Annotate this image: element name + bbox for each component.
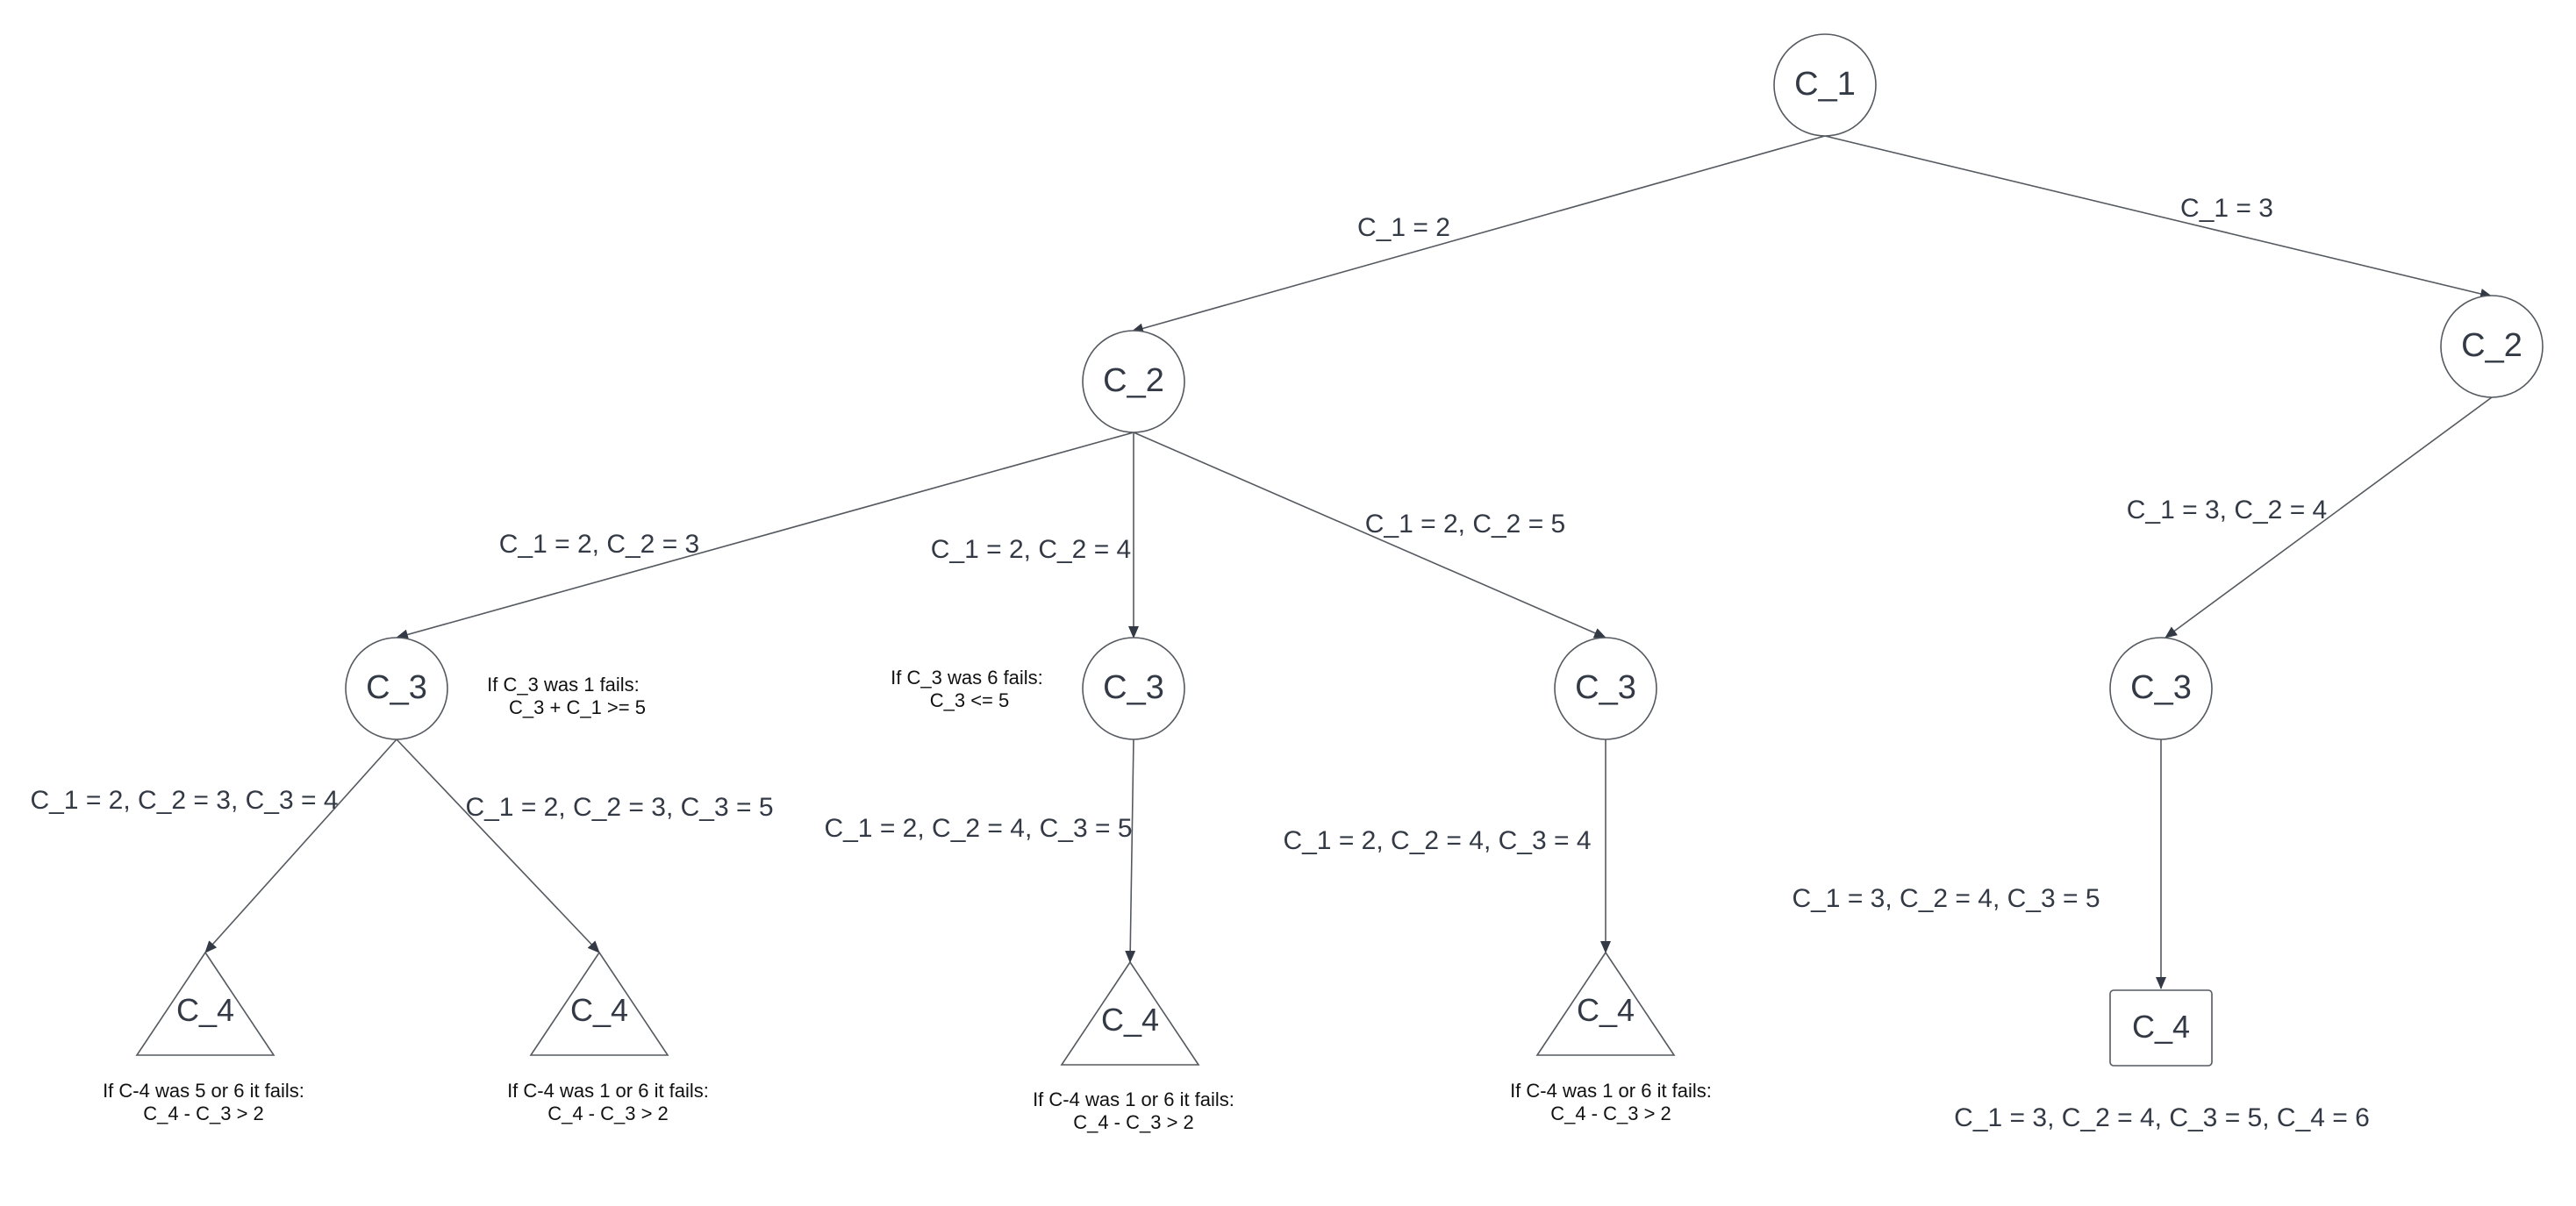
constraint-notes: If C_3 was 1 fails: C_3 + C_1 >= 5 If C_… — [103, 667, 1712, 1133]
note-c4-c: If C-4 was 1 or 6 it fails: C_4 - C_3 > … — [1033, 1088, 1234, 1133]
solution-label: C_1 = 3, C_2 = 4, C_3 = 5, C_4 = 6 — [1954, 1103, 2370, 1132]
note-c4-c-line2: C_4 - C_3 > 2 — [1073, 1111, 1194, 1133]
note-c3-a-line1: If C_3 was 1 fails: — [487, 674, 640, 696]
note-c3-a-line2: C_3 + C_1 >= 5 — [509, 696, 646, 718]
node-c2-right-label: C_2 — [2461, 327, 2522, 364]
node-c3-b-label: C_3 — [1103, 669, 1164, 706]
node-c3-a-label: C_3 — [366, 669, 427, 706]
node-root-label: C_1 — [1794, 66, 1856, 103]
edge-labels: C_1 = 2 C_1 = 3 C_1 = 2, C_2 = 3 C_1 = 2… — [30, 194, 2327, 913]
note-c4-c-line1: If C-4 was 1 or 6 it fails: — [1033, 1088, 1234, 1110]
node-c4-a-shape — [135, 951, 275, 1056]
node-c3-c-label: C_3 — [1575, 669, 1636, 706]
note-c4-a-line1: If C-4 was 5 or 6 it fails: — [103, 1080, 304, 1102]
node-c3-d-shape — [2109, 637, 2213, 740]
edge-label-c3-c-to-c4-d: C_1 = 2, C_2 = 4, C_3 = 4 — [1283, 826, 1591, 855]
note-c4-d-line2: C_4 - C_3 > 2 — [1550, 1103, 1671, 1124]
node-c4-c-shape — [1060, 960, 1200, 1066]
edge-label-c2-left-to-c3-a: C_1 = 2, C_2 = 3 — [499, 530, 700, 559]
edges — [204, 135, 2493, 989]
edge-c2-right-to-c3-d — [2165, 396, 2493, 639]
node-c4-d-label: C_4 — [1577, 992, 1635, 1028]
node-c4-b: C_4 — [529, 951, 669, 1056]
node-c4-c: C_4 — [1060, 960, 1200, 1066]
edge-label-c2-left-to-c3-b: C_1 = 2, C_2 = 4 — [931, 535, 1132, 564]
node-c3-b: C_3 — [1082, 637, 1185, 740]
node-c4-b-label: C_4 — [570, 992, 628, 1028]
node-c4-e-shape — [2109, 989, 2213, 1067]
edge-label-c2-left-to-c3-c: C_1 = 2, C_2 = 5 — [1365, 510, 1566, 539]
node-c2-left-label: C_2 — [1103, 362, 1164, 399]
node-root-shape — [1773, 33, 1877, 137]
node-c4-a-label: C_4 — [176, 992, 234, 1028]
edge-c3-a-to-c4-a — [204, 739, 397, 953]
node-c2-right: C_2 — [2440, 295, 2544, 398]
node-c3-b-shape — [1082, 637, 1185, 740]
edge-c3-b-to-c4-c — [1125, 739, 1136, 963]
edge-label-root-to-c2-right: C_1 = 3 — [2180, 194, 2273, 223]
edge-root-to-c2-right — [1824, 135, 2493, 299]
edge-c2-left-to-c3-c — [1133, 432, 1606, 639]
edge-label-c2-right-to-c3-d: C_1 = 3, C_2 = 4 — [2127, 496, 2328, 525]
note-c4-d-line1: If C-4 was 1 or 6 it fails: — [1510, 1080, 1712, 1102]
node-c3-c: C_3 — [1554, 637, 1657, 740]
note-c4-b: If C-4 was 1 or 6 it fails: C_4 - C_3 > … — [507, 1080, 709, 1124]
edge-root-to-c2-left — [1131, 135, 1826, 334]
node-root: C_1 — [1773, 33, 1877, 137]
note-c3-b-line1: If C_3 was 6 fails: — [891, 667, 1043, 689]
node-c4-a: C_4 — [135, 951, 275, 1056]
node-c2-right-shape — [2440, 295, 2544, 398]
edge-label-c3-a-to-c4-b: C_1 = 2, C_2 = 3, C_3 = 5 — [465, 793, 773, 822]
node-c3-d-label: C_3 — [2130, 669, 2192, 706]
node-c4-b-shape — [529, 951, 669, 1056]
node-c4-e-label: C_4 — [2132, 1009, 2190, 1045]
node-c4-e: C_4 — [2109, 989, 2213, 1067]
node-c3-a: C_3 — [345, 637, 448, 740]
node-c4-c-label: C_4 — [1101, 1002, 1159, 1038]
node-c2-left: C_2 — [1082, 330, 1185, 433]
note-c3-a: If C_3 was 1 fails: C_3 + C_1 >= 5 — [487, 674, 646, 718]
note-c4-b-line2: C_4 - C_3 > 2 — [547, 1103, 669, 1124]
node-c3-a-shape — [345, 637, 448, 740]
note-c4-a: If C-4 was 5 or 6 it fails: C_4 - C_3 > … — [103, 1080, 304, 1124]
node-c3-d: C_3 — [2109, 637, 2213, 740]
edge-label-root-to-c2-left: C_1 = 2 — [1357, 213, 1450, 242]
edge-c3-a-to-c4-b — [396, 739, 600, 953]
node-c2-left-shape — [1082, 330, 1185, 433]
note-c4-b-line1: If C-4 was 1 or 6 it fails: — [507, 1080, 709, 1102]
node-c4-d-shape — [1535, 951, 1676, 1056]
edge-c2-left-to-c3-a — [396, 432, 1134, 640]
note-c4-a-line2: C_4 - C_3 > 2 — [143, 1103, 264, 1124]
note-c3-b-line2: C_3 <= 5 — [930, 689, 1010, 711]
edge-label-c3-a-to-c4-a: C_1 = 2, C_2 = 3, C_3 = 4 — [30, 786, 338, 815]
note-c3-b: If C_3 was 6 fails: C_3 <= 5 — [891, 667, 1043, 711]
note-c4-d: If C-4 was 1 or 6 it fails: C_4 - C_3 > … — [1510, 1080, 1712, 1124]
node-c3-c-shape — [1554, 637, 1657, 740]
edge-label-c3-d-to-c4-e: C_1 = 3, C_2 = 4, C_3 = 5 — [1792, 884, 2100, 913]
edge-label-c3-b-to-c4-c: C_1 = 2, C_2 = 4, C_3 = 5 — [824, 814, 1132, 843]
node-c4-d: C_4 — [1535, 951, 1676, 1056]
